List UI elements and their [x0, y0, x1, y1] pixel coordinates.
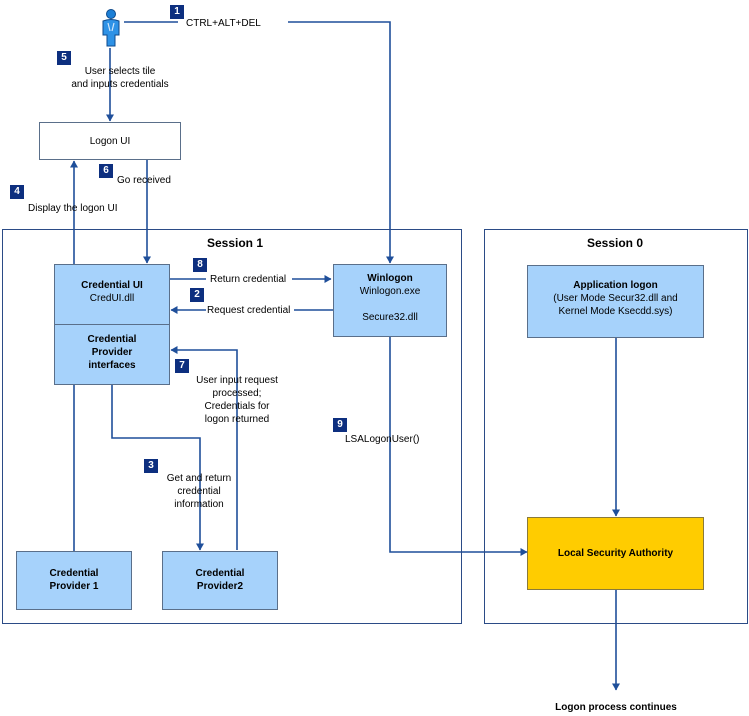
arrow-user-input-processed [170, 346, 238, 550]
session-1-title: Session 1 [206, 236, 264, 250]
secure32-dll: Secure32.dll [362, 312, 418, 323]
user-selects-line2: and inputs credentials [71, 79, 169, 90]
app-logon-title: Application logon [573, 280, 658, 291]
arrow-get-return-credential [111, 385, 204, 551]
display-logon-ui-label: Display the logon UI [28, 203, 118, 214]
ctrl-alt-del-label: CTRL+ALT+DEL [186, 18, 261, 29]
session-0-title: Session 0 [586, 236, 644, 250]
request-credential-label: Request credential [207, 305, 291, 316]
cp-interfaces-line2: Provider [91, 347, 133, 358]
session-1-frame [2, 229, 462, 624]
credential-ui-box: Credential UI CredUI.dll [54, 264, 170, 325]
step-1-badge: 1 [170, 5, 184, 19]
winlogon-box: Winlogon Winlogon.exe Secure32.dll [333, 264, 447, 337]
get-return-credential-label: Get and return credential information [154, 472, 244, 511]
credential-provider-1-box: Credential Provider 1 [16, 551, 132, 610]
logon-continues-label: Logon process continues [555, 702, 677, 713]
credential-provider-2-box: Credential Provider2 [162, 551, 278, 610]
logon-ui-label: Logon UI [89, 136, 131, 147]
go-received-label: Go received [117, 175, 171, 186]
arrow-lsa-logon-user [389, 337, 528, 556]
provider1-line2: Provider 1 [49, 581, 99, 592]
user-input-line3: Credentials for [204, 401, 270, 412]
cp-interfaces-line1: Credential [87, 334, 137, 345]
winlogon-exe: Winlogon.exe [359, 286, 421, 297]
user-input-line4: logon returned [204, 414, 270, 425]
step-9-badge: 9 [333, 418, 347, 432]
credential-ui-title: Credential UI [81, 280, 143, 291]
provider1-line1: Credential [49, 568, 99, 579]
step-3-badge: 3 [144, 459, 158, 473]
application-logon-box: Application logon (User Mode Secur32.dll… [527, 265, 704, 338]
get-return-line2: credential [177, 486, 221, 497]
credential-provider-interfaces-box: Credential Provider interfaces [54, 324, 170, 385]
session-0-frame [484, 229, 748, 624]
provider2-line1: Credential [195, 568, 245, 579]
winlogon-title: Winlogon [367, 273, 413, 284]
lsa-logon-user-label: LSALogonUser() [345, 434, 420, 445]
cp-interfaces-line3: interfaces [88, 360, 136, 371]
get-return-line1: Get and return [166, 473, 232, 484]
step-4-badge: 4 [10, 185, 24, 199]
user-person-icon [102, 9, 120, 47]
step-8-badge: 8 [193, 258, 207, 272]
step-7-badge: 7 [175, 359, 189, 373]
get-return-line3: information [174, 499, 224, 510]
local-security-authority-box: Local Security Authority [527, 517, 704, 590]
step-2-badge: 2 [190, 288, 204, 302]
credential-ui-dll: CredUI.dll [89, 293, 135, 304]
user-input-line2: processed; [212, 388, 262, 399]
user-selects-label: User selects tile and inputs credentials [65, 65, 175, 91]
provider2-line2: Provider2 [196, 581, 244, 592]
lsa-title: Local Security Authority [557, 548, 674, 559]
arrow-ctrl-alt-del [124, 21, 390, 263]
app-logon-sub1: (User Mode Secur32.dll and [553, 293, 678, 304]
app-logon-sub2: Kernel Mode Ksecdd.sys) [558, 306, 673, 317]
step-6-badge: 6 [99, 164, 113, 178]
logon-ui-box: Logon UI [39, 122, 181, 160]
return-credential-label: Return credential [210, 274, 287, 285]
user-input-line1: User input request [196, 375, 278, 386]
user-selects-line1: User selects tile [84, 66, 156, 77]
step-5-badge: 5 [57, 51, 71, 65]
user-input-processed-label: User input request processed; Credential… [184, 374, 290, 426]
